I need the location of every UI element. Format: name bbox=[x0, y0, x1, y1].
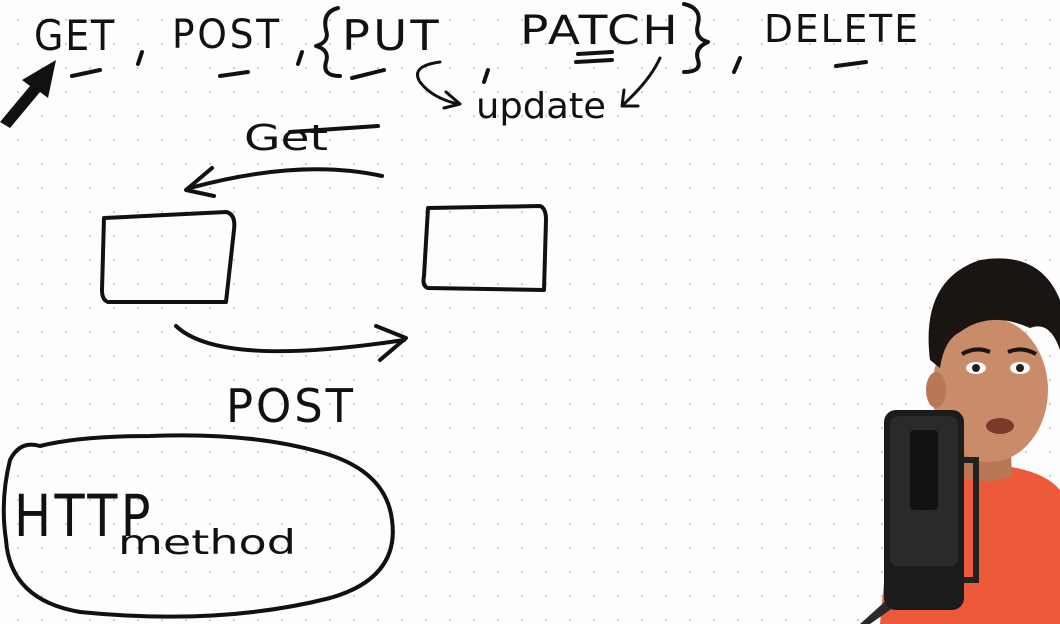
underline-post bbox=[218, 70, 250, 78]
method-patch: PATCH bbox=[520, 8, 680, 54]
arrow-patch-to-update bbox=[622, 56, 662, 106]
client-box bbox=[100, 210, 237, 304]
underline-patch bbox=[574, 50, 614, 64]
update-label: update bbox=[476, 86, 606, 127]
get-arrowhead bbox=[184, 166, 216, 198]
underline-put bbox=[350, 68, 386, 80]
method-put: PUT bbox=[342, 11, 442, 60]
presenter-video bbox=[860, 240, 1060, 624]
post-arrow-label: POST bbox=[226, 379, 356, 433]
server-box bbox=[421, 204, 548, 292]
get-arrow bbox=[188, 167, 384, 190]
underline-get bbox=[70, 68, 102, 78]
comma-1 bbox=[136, 50, 144, 66]
post-arrowhead bbox=[374, 324, 408, 362]
method-get: GET bbox=[34, 11, 116, 60]
arrow-put-to-update bbox=[416, 60, 460, 106]
bubble-method: method bbox=[118, 523, 296, 563]
presenter-icon bbox=[860, 258, 1060, 624]
comma-3 bbox=[482, 68, 490, 84]
get-strike bbox=[288, 124, 380, 134]
comma-4 bbox=[732, 56, 742, 74]
post-arrow bbox=[174, 324, 406, 354]
comma-2 bbox=[296, 50, 304, 66]
arrowhead-patch bbox=[620, 88, 640, 108]
arrowhead-put bbox=[442, 90, 462, 110]
get-arrow-label: Get bbox=[244, 118, 328, 159]
brace-open bbox=[314, 6, 342, 78]
method-post: POST bbox=[172, 12, 282, 58]
underline-delete bbox=[834, 60, 868, 68]
pointer-arrow bbox=[0, 60, 56, 128]
brace-close bbox=[682, 2, 710, 74]
bubble-outline bbox=[1, 433, 395, 619]
bubble-http: HTTP bbox=[14, 482, 154, 550]
method-delete: DELETE bbox=[764, 7, 920, 51]
